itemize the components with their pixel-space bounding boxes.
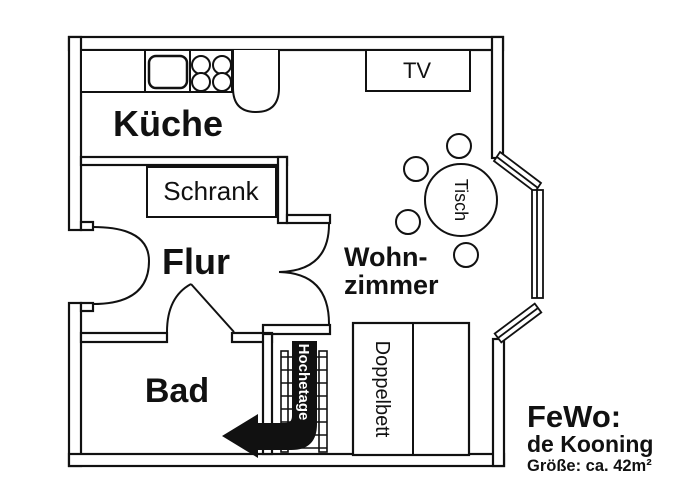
wall-left-lower	[67, 301, 83, 468]
bath-door-swing	[166, 283, 192, 333]
double-bed-box	[351, 321, 471, 457]
tv-box	[365, 49, 471, 92]
bay-windows	[492, 150, 544, 344]
burner-icon	[191, 55, 211, 75]
entry-door-swing-lower	[92, 260, 150, 305]
table-icon	[424, 163, 498, 237]
wall-hall-east	[276, 155, 289, 225]
wall-right-upper	[490, 35, 505, 160]
walls	[67, 35, 506, 468]
living-room-label-line1: Wohn-	[344, 242, 427, 272]
window-diagonal-bottom-glass	[497, 307, 539, 339]
wall-bath-east	[261, 332, 274, 456]
entry-jamb-bottom	[79, 301, 95, 313]
bath-door-leaf	[190, 283, 235, 333]
bath-label: Bad	[145, 372, 209, 410]
furniture	[146, 49, 498, 457]
double-bed-label: Doppelbett	[371, 341, 393, 438]
caption-title: FeWo:	[527, 399, 621, 434]
closet-label: Schrank	[163, 176, 259, 206]
ladder-rail-right	[318, 350, 328, 453]
ladder-rail-left	[280, 350, 289, 453]
caption: FeWo: de Kooning Größe: ca. 42m²	[527, 399, 653, 475]
chair-icon	[395, 209, 421, 235]
chair-icon	[453, 242, 479, 268]
living-door-swing-lower	[278, 271, 330, 325]
wall-top	[67, 35, 505, 52]
hall-label: Flur	[162, 241, 230, 282]
door-jamb-bottom	[261, 323, 332, 336]
entry-jamb-top	[79, 220, 95, 232]
wall-bath-north-left	[79, 331, 169, 344]
wall-left-upper	[67, 35, 83, 232]
loft-direction-arrow-icon	[222, 341, 317, 458]
living-door-swing-upper	[278, 223, 330, 273]
sink-icon	[147, 54, 189, 90]
caption-size: Größe: ca. 42m²	[527, 457, 652, 475]
kitchen-label: Küche	[113, 103, 223, 144]
loft-label: Hochetage	[295, 344, 312, 421]
kitchen-fixtures	[80, 49, 280, 114]
tv-label: TV	[403, 58, 431, 83]
doors	[92, 223, 330, 333]
burner-icon	[212, 72, 232, 92]
door-jamb-top	[285, 213, 332, 225]
burner-icon	[191, 72, 211, 92]
window-diagonal-top-glass	[496, 156, 539, 189]
chair-icon	[403, 156, 429, 182]
table-label: Tisch	[451, 179, 471, 221]
counter-round-end	[232, 50, 280, 114]
burner-icon	[212, 55, 232, 75]
closet-box	[146, 166, 277, 218]
labels: Küche Schrank Flur Bad Wohn- zimmer TV T…	[113, 58, 471, 438]
chair-icon	[446, 133, 472, 159]
living-room-label-line2: zimmer	[344, 270, 439, 300]
caption-subtitle: de Kooning	[527, 431, 653, 457]
wall-kitchen-south	[79, 155, 289, 167]
entry-door-swing-upper	[92, 226, 150, 262]
wall-right-lower	[491, 337, 506, 468]
